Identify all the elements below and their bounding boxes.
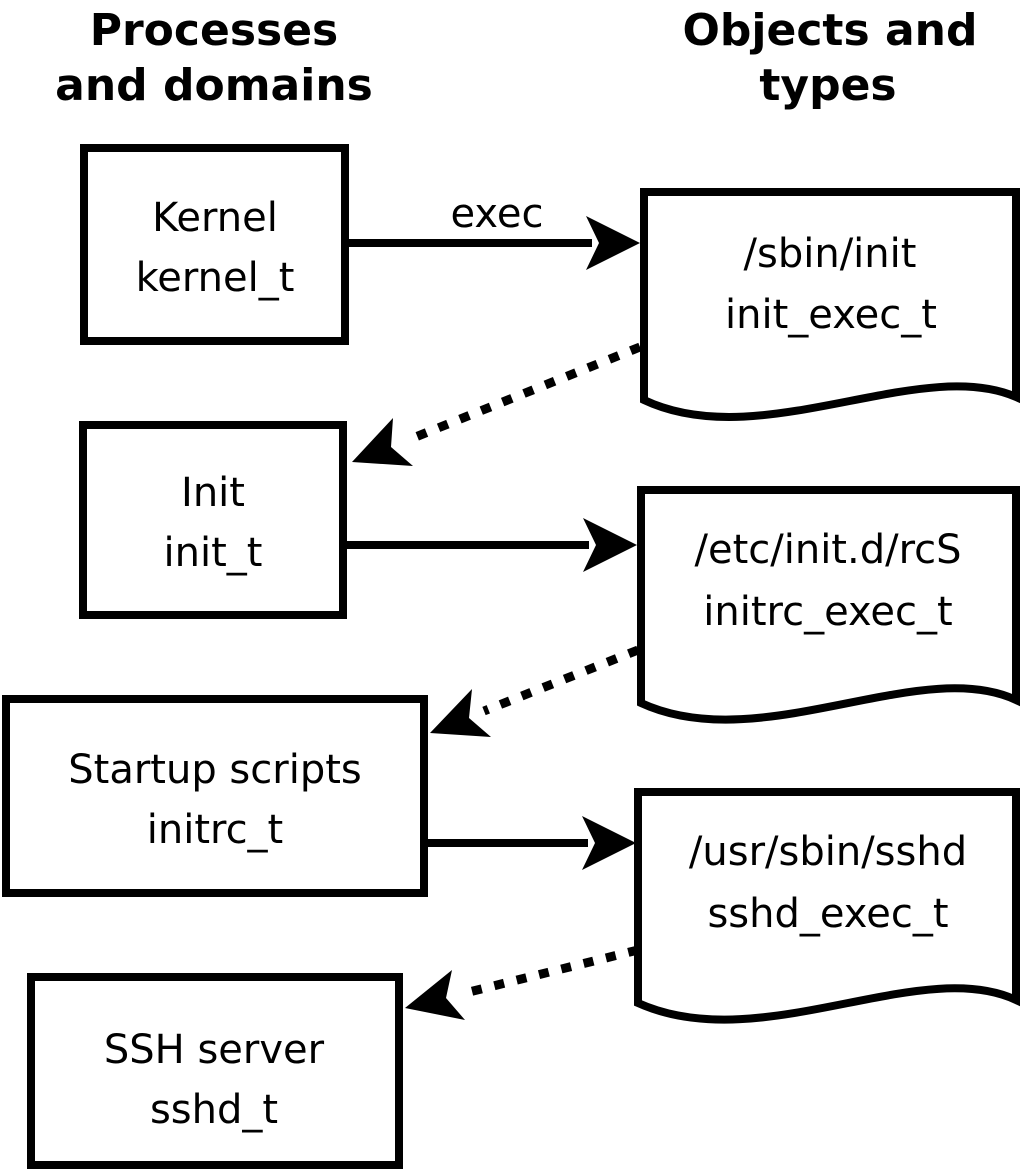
right-header-line2: types [759, 60, 896, 111]
left-header-line2: and domains [55, 60, 373, 111]
exec-arrow-head [586, 216, 640, 270]
left-column-header: Processes and domains [55, 5, 373, 111]
process-box-kernel: Kernel kernel_t [80, 144, 349, 345]
process-name: SSH server [104, 1027, 325, 1073]
transition-arrow-head [352, 418, 413, 466]
object-doc-etc-initd-rcS: /etc/init.d/rcS initrc_exec_t [637, 486, 1020, 724]
process-box-init: Init init_t [79, 421, 347, 619]
process-name: Kernel [152, 195, 278, 241]
process-domain: kernel_t [136, 255, 295, 301]
left-header-line1: Processes [90, 5, 339, 56]
transition-arrow-line [482, 645, 640, 716]
transition-arrow-line [406, 342, 642, 445]
exec-arrow-kernel-to-sbin-init: exec [349, 191, 640, 270]
object-path: /sbin/init [744, 231, 917, 277]
object-doc-usr-sbin-sshd: /usr/sbin/sshd sshd_exec_t [634, 788, 1020, 1024]
process-domain: init_t [164, 530, 263, 576]
object-path: /etc/init.d/rcS [694, 527, 961, 573]
process-box-rect [80, 144, 349, 345]
right-column-header: Objects and types [683, 5, 978, 111]
document-shape [634, 788, 1020, 1024]
exec-arrow-head [582, 816, 636, 870]
exec-label: exec [451, 191, 544, 237]
object-path: /usr/sbin/sshd [689, 829, 967, 875]
object-type: initrc_exec_t [703, 589, 952, 635]
transition-arrow-initrc-exec-to-initrc [430, 645, 640, 737]
document-shape [637, 486, 1020, 724]
transition-arrow-head [430, 689, 491, 737]
process-box-rect [27, 973, 403, 1169]
process-box-rect [79, 421, 347, 619]
object-type: init_exec_t [725, 292, 937, 338]
process-box-rect [2, 695, 428, 897]
transition-arrow-head [405, 970, 465, 1020]
exec-arrow-head [583, 518, 637, 572]
exec-arrow-initrc-to-sshd [428, 816, 636, 870]
process-box-ssh-server: SSH server sshd_t [27, 973, 403, 1169]
process-name: Init [181, 470, 245, 516]
transition-arrow-init-exec-to-init [352, 342, 642, 466]
transition-arrow-line [459, 945, 640, 999]
transition-arrow-sshd-exec-to-sshd [405, 945, 640, 1020]
process-domain: sshd_t [150, 1087, 278, 1133]
process-box-startup-scripts: Startup scripts initrc_t [2, 695, 428, 897]
document-shape [640, 188, 1020, 421]
process-name: Startup scripts [68, 747, 361, 793]
right-header-line1: Objects and [683, 5, 978, 56]
object-type: sshd_exec_t [707, 891, 948, 937]
object-doc-sbin-init: /sbin/init init_exec_t [640, 188, 1020, 421]
exec-arrow-init-to-rcS [347, 518, 637, 572]
process-domain: initrc_t [147, 807, 284, 853]
